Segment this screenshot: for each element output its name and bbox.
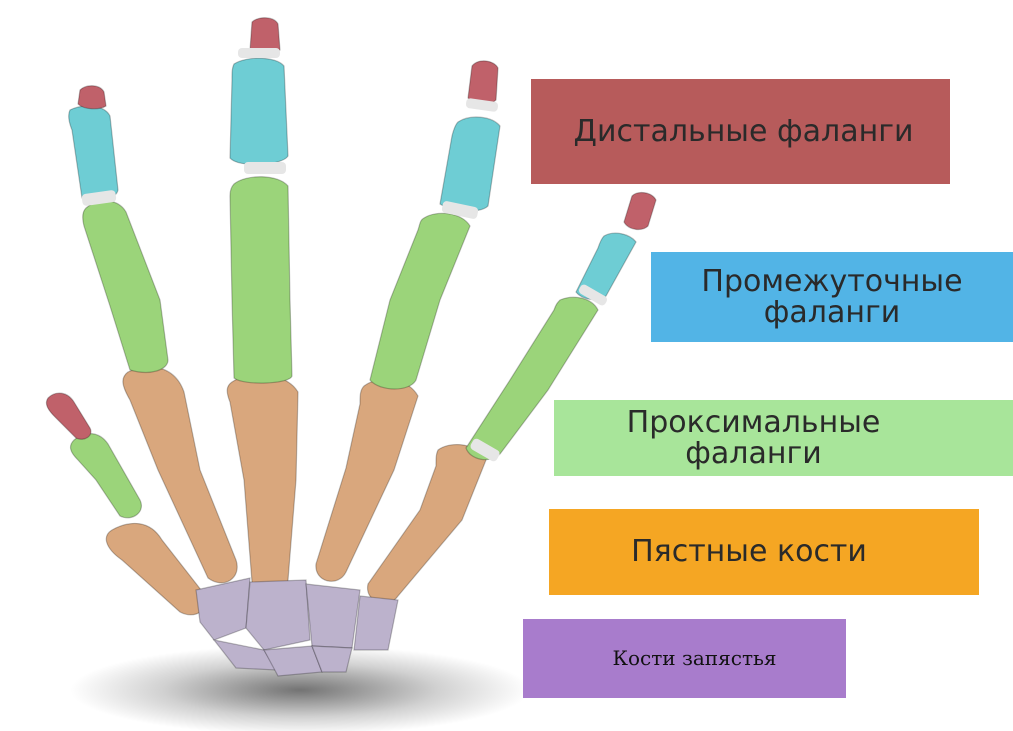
- finger-ring: [316, 61, 500, 581]
- label-middle-phalanges: Промежуточные фаланги: [651, 252, 1013, 342]
- label-distal-text: Дистальные фаланги: [574, 116, 914, 148]
- label-carpal-bones: Кости запястья: [523, 619, 846, 698]
- distal-phalanx: [624, 193, 656, 230]
- middle-phalanx: [440, 117, 500, 211]
- proximal-phalanx: [83, 201, 168, 372]
- middle-phalanx: [230, 58, 288, 164]
- middle-phalanx: [69, 106, 118, 201]
- distal-phalanx: [46, 393, 90, 439]
- proximal-phalanx: [230, 177, 292, 383]
- label-distal-phalanges: Дистальные фаланги: [531, 79, 950, 184]
- label-middle-text: Промежуточные фаланги: [701, 266, 962, 329]
- proximal-phalanx: [370, 213, 470, 389]
- label-proximal-text: Проксимальные фаланги: [627, 407, 881, 470]
- label-carpal-text: Кости запястья: [612, 648, 776, 669]
- proximal-phalanx: [71, 434, 142, 518]
- label-metacarpal-text: Пястные кости: [631, 536, 867, 568]
- distal-phalanx: [78, 86, 106, 109]
- label-metacarpal-bones: Пястные кости: [549, 509, 979, 595]
- finger-middle: [227, 18, 298, 595]
- label-proximal-phalanges: Проксимальные фаланги: [554, 400, 1013, 476]
- metacarpal-bone: [227, 375, 298, 595]
- distal-phalanx: [468, 61, 498, 104]
- finger-index: [69, 86, 237, 583]
